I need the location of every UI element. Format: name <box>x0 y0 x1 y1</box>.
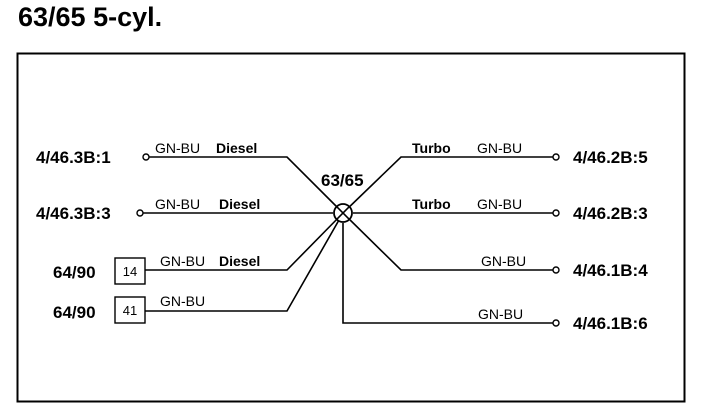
wire-color-label: GN-BU <box>160 293 205 309</box>
terminal-label: 4/46.2B:5 <box>573 148 648 167</box>
diagram-frame <box>16 52 686 403</box>
wire-64-90-41 <box>145 212 344 312</box>
wire-color-label: GN-BU <box>477 140 522 156</box>
engine-variant-label: Diesel <box>216 140 257 156</box>
wire-4-46-3b-1 <box>149 156 344 214</box>
wire-color-label: GN-BU <box>481 253 526 269</box>
splice-label: 63/65 <box>321 171 364 190</box>
terminal-circle-icon <box>552 266 560 274</box>
wire-color-label: GN-BU <box>478 306 523 322</box>
terminal-label: 4/46.2B:3 <box>573 204 648 223</box>
engine-variant-label: Turbo <box>412 140 451 156</box>
wire-color-label: GN-BU <box>155 140 200 156</box>
wire-64-90-14 <box>145 212 344 271</box>
terminal-label: 4/46.3B:3 <box>36 204 111 223</box>
wire-4-46-1b-6 <box>342 223 553 324</box>
wire-4-46-2b-5 <box>342 156 553 214</box>
terminal-label: 64/90 <box>53 303 96 322</box>
pin-box <box>114 257 146 285</box>
wire-color-label: GN-BU <box>477 196 522 212</box>
page-title: 63/65 5-cyl. <box>18 2 163 32</box>
engine-variant-label: Diesel <box>219 196 260 212</box>
engine-variant-label: Diesel <box>219 253 260 269</box>
splice-node <box>333 203 353 223</box>
terminal-circle-icon <box>552 153 560 161</box>
engine-variant-label: Turbo <box>412 196 451 212</box>
pin-number: 14 <box>123 264 137 279</box>
terminal-label: 4/46.3B:1 <box>36 148 111 167</box>
terminal-circle-icon <box>552 209 560 217</box>
pin-box <box>114 296 146 324</box>
terminal-circle-icon <box>136 209 144 217</box>
terminal-circle-icon <box>552 319 560 327</box>
pin-number: 41 <box>123 303 137 318</box>
wire-color-label: GN-BU <box>155 196 200 212</box>
terminal-label: 4/46.1B:4 <box>573 261 648 280</box>
terminal-label: 4/46.1B:6 <box>573 314 648 333</box>
terminal-label: 64/90 <box>53 263 96 282</box>
wire-4-46-1b-4 <box>342 212 553 271</box>
wire-color-label: GN-BU <box>160 253 205 269</box>
terminal-circle-icon <box>142 153 150 161</box>
